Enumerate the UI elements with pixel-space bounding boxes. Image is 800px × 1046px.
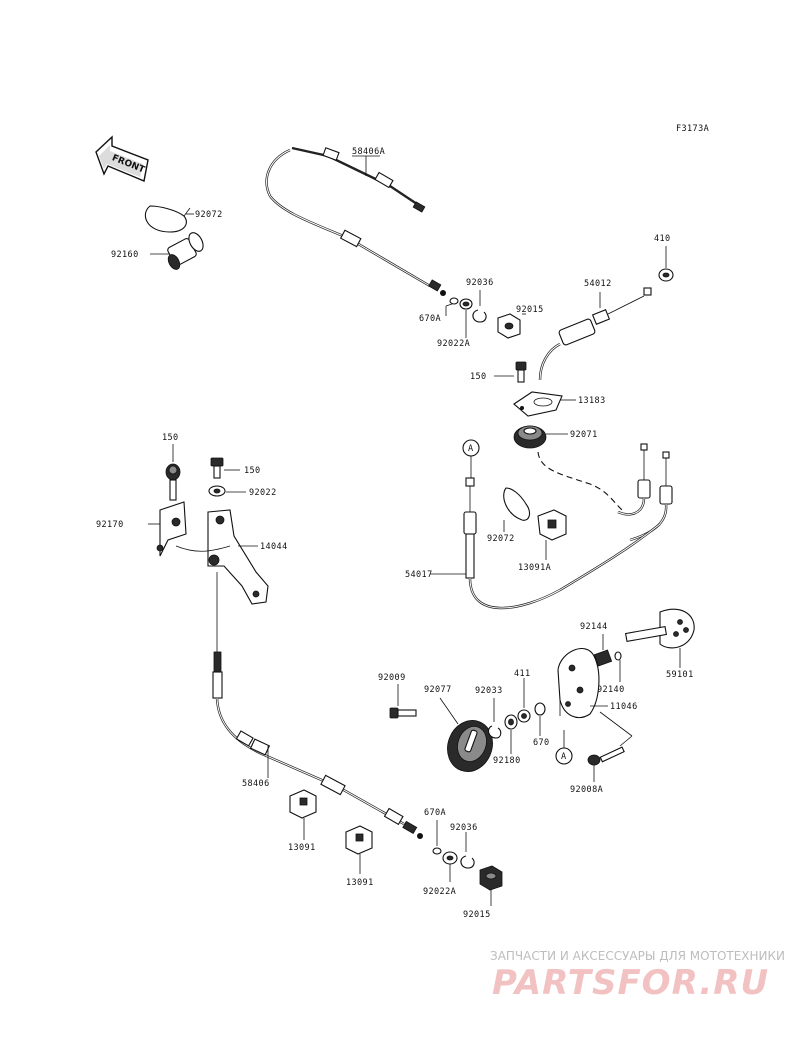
label-54017: 54017	[405, 570, 433, 580]
watermark-caption: ЗАПЧАСТИ И АКСЕССУАРЫ ДЛЯ МОТОТЕХНИКИ	[490, 949, 785, 963]
holder-13091-a	[289, 789, 317, 819]
throttle-cable-58406	[212, 651, 423, 839]
nut-92015-top	[497, 313, 521, 339]
bolt-150-left	[165, 463, 181, 501]
screw-92008a	[587, 746, 625, 766]
throttle-cable-58406a	[265, 146, 446, 296]
band-clamp-92072-a	[144, 205, 191, 233]
label-670a-top: 670A	[419, 314, 441, 324]
label-670: 670	[533, 738, 550, 748]
label-13091-a: 13091	[288, 843, 316, 853]
housing-11046	[557, 647, 600, 718]
bolt-150-top	[515, 361, 527, 383]
label-92022a-top: 92022A	[437, 339, 470, 349]
label-410: 410	[654, 234, 671, 244]
washer-670a-bottom	[432, 847, 442, 855]
label-59101: 59101	[666, 670, 694, 680]
label-58406: 58406	[242, 779, 270, 789]
label-92072-b: 92072	[487, 534, 515, 544]
label-14044: 14044	[260, 542, 288, 552]
label-54012: 54012	[584, 279, 612, 289]
label-92160: 92160	[111, 250, 139, 260]
label-92033: 92033	[475, 686, 503, 696]
label-13091a: 13091A	[518, 563, 551, 573]
knob-92071	[513, 425, 547, 449]
label-411: 411	[514, 669, 531, 679]
cable-ends-pair	[617, 443, 673, 542]
clip-92036-top	[472, 309, 487, 323]
label-92015-top: 92015	[516, 305, 544, 315]
label-92009: 92009	[378, 673, 406, 683]
nut-92015-bottom	[479, 865, 503, 891]
bracket-92170	[156, 501, 187, 557]
ref-a-bottom-letter: A	[561, 752, 567, 762]
washer-670a-top	[449, 297, 459, 305]
pin-92140	[614, 651, 622, 661]
label-92170: 92170	[96, 520, 124, 530]
figure-code: F3173A	[676, 124, 709, 134]
label-150-top: 150	[470, 372, 487, 382]
label-92036-top: 92036	[466, 278, 494, 288]
holder-13091a	[537, 509, 567, 541]
label-92071: 92071	[570, 430, 598, 440]
circlip-92033	[487, 725, 502, 739]
ref-a-top-letter: A	[468, 444, 474, 454]
label-92144: 92144	[580, 622, 608, 632]
label-13091-b: 13091	[346, 878, 374, 888]
washer-92180	[504, 714, 518, 730]
label-92140: 92140	[597, 685, 625, 695]
front-arrow-icon: FRONT	[95, 135, 149, 182]
throttle-shaft-59101	[624, 608, 695, 649]
routing-line	[537, 451, 623, 511]
label-13183: 13183	[578, 396, 606, 406]
label-150-left: 150	[162, 433, 179, 443]
label-92015-bottom: 92015	[463, 910, 491, 920]
screw-92009	[389, 707, 417, 719]
ring-670	[534, 702, 546, 716]
watermark-logo: PARTSFOR.RU	[492, 963, 769, 1003]
label-92036-bottom: 92036	[450, 823, 478, 833]
label-92008a: 92008A	[570, 785, 603, 795]
nut-92022a-top	[459, 298, 473, 310]
clip-92036-bottom	[460, 855, 475, 869]
washer-411	[517, 709, 531, 723]
nut-92022a-bottom	[442, 851, 458, 865]
washer-92022	[208, 485, 226, 497]
bolt-150-mid	[210, 457, 224, 479]
band-clamp-92072-b	[503, 487, 531, 521]
label-92072-a: 92072	[195, 210, 223, 220]
label-58406a: 58406A	[352, 147, 385, 157]
label-92022: 92022	[249, 488, 277, 498]
ref-a-bottom: A	[555, 730, 573, 765]
label-92022a-bottom: 92022A	[423, 887, 456, 897]
label-670a-bottom: 670A	[424, 808, 446, 818]
bracket-14044	[175, 509, 269, 605]
bracket-13183	[513, 391, 563, 417]
ref-a-top: A	[462, 439, 480, 478]
label-150-mid: 150	[244, 466, 261, 476]
label-92180: 92180	[493, 756, 521, 766]
label-11046: 11046	[610, 702, 638, 712]
washer-410	[658, 268, 674, 282]
lever-92077	[447, 720, 493, 772]
label-92077: 92077	[424, 685, 452, 695]
holder-13091-b	[345, 825, 373, 855]
choke-cable-54012	[538, 287, 652, 381]
grommet-92160	[167, 232, 204, 270]
cable-54017	[463, 477, 661, 610]
